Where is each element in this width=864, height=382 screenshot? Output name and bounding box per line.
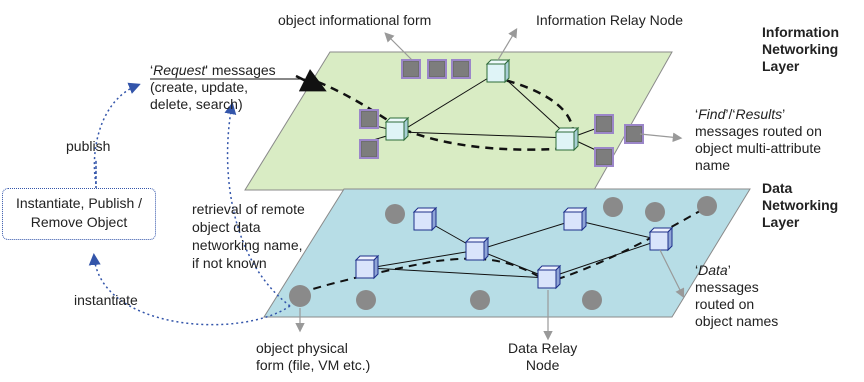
data-messages-label: ‘Data’ messages routed on object names [695, 262, 779, 329]
data-plane [263, 188, 751, 318]
object-informational-form-label: object informational form [278, 12, 432, 28]
request-messages-label: ‘Request' messages (create, update, dele… [150, 62, 276, 112]
data-layer-title: Data Networking Layer [762, 180, 839, 230]
information-relay-node-label: Information Relay Node [536, 12, 684, 28]
object-physical-form-label: object physical form (file, VM etc.) [256, 340, 371, 373]
instantiate-label: instantiate [74, 292, 138, 308]
dotted-blue-arrow-icon [88, 82, 291, 326]
request-arrowhead [295, 68, 327, 92]
instantiate-publish-remove-box: Instantiate, Publish / Remove Object [2, 188, 156, 240]
data-relay-node-label: Data Relay Node [508, 340, 578, 373]
publish-label: publish [66, 138, 111, 154]
find-results-label: ‘Find’/‘Results’ messages routed on obje… [695, 106, 822, 173]
info-layer-title: Information Networking Layer [762, 24, 839, 74]
pointer-arrows [295, 27, 685, 341]
object-circle-icon [289, 196, 717, 310]
retrieval-label: retrieval of remote object data networki… [192, 201, 305, 271]
